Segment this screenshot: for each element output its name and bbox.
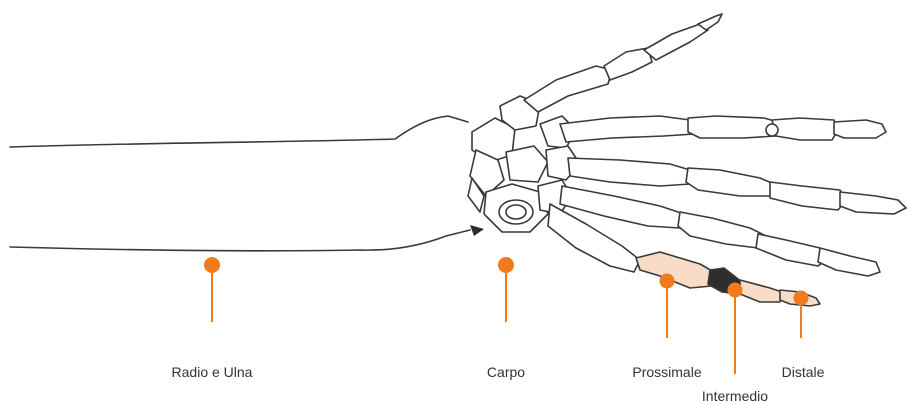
label-distale: Distale xyxy=(782,364,825,380)
callout-radio-ulna xyxy=(204,257,220,322)
callout-intermedio xyxy=(728,283,743,375)
label-intermedio: Intermedio xyxy=(702,388,768,404)
label-radio-ulna: Radio e Ulna xyxy=(172,364,253,380)
thumb-bones xyxy=(524,14,722,112)
callout-prossimale xyxy=(660,274,675,339)
callout-dot-radio-ulna xyxy=(204,257,220,273)
callout-dot-distale xyxy=(794,291,809,306)
callout-carpo xyxy=(498,257,514,322)
label-prossimale: Prossimale xyxy=(632,364,701,380)
label-carpo: Carpo xyxy=(487,364,525,380)
callout-distale xyxy=(794,291,809,339)
callout-dot-carpo xyxy=(498,257,514,273)
callout-dot-intermedio xyxy=(728,283,743,298)
callout-dot-prossimale xyxy=(660,274,675,289)
forearm-outline xyxy=(10,116,484,251)
index-finger-bones xyxy=(560,116,886,142)
